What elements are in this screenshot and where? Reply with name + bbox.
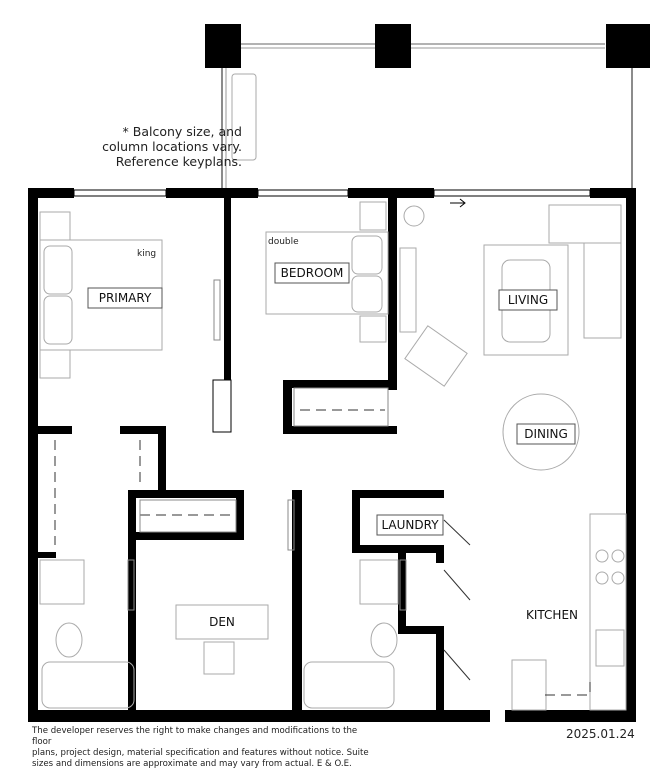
plan-date: 2025.01.24 [566,727,635,741]
column [606,24,650,68]
disclaimer-line: The developer reserves the right to make… [32,726,358,747]
room-label-kitchen: KITCHEN [526,608,578,622]
room-label-bedroom: BEDROOM [281,266,344,280]
note-line: Reference keyplans. [115,154,242,169]
room-label-living: LIVING [508,293,548,307]
furniture [39,201,627,711]
column [375,24,411,68]
closets [54,279,471,681]
bed-label-king: king [137,249,156,259]
note-line: * Balcony size, and [122,124,242,139]
disclaimer: The developer reserves the right to make… [32,726,372,770]
balcony-note: * Balcony size, and column locations var… [42,124,242,169]
bed-label-double: double [268,237,299,247]
balcony [205,24,650,190]
room-label-den: DEN [209,615,235,629]
disclaimer-line: sizes and dimensions are approximate and… [32,759,352,769]
column [205,24,241,68]
interior-walls [38,190,444,712]
room-label-primary: PRIMARY [99,291,152,305]
room-label-laundry: LAUNDRY [381,518,439,532]
room-labels: PRIMARY king BEDROOM double LIVING DININ… [87,237,578,629]
exterior-walls [28,188,636,722]
disclaimer-line: plans, project design, material specific… [32,748,369,758]
note-line: column locations vary. [102,139,242,154]
room-label-dining: DINING [524,427,568,441]
